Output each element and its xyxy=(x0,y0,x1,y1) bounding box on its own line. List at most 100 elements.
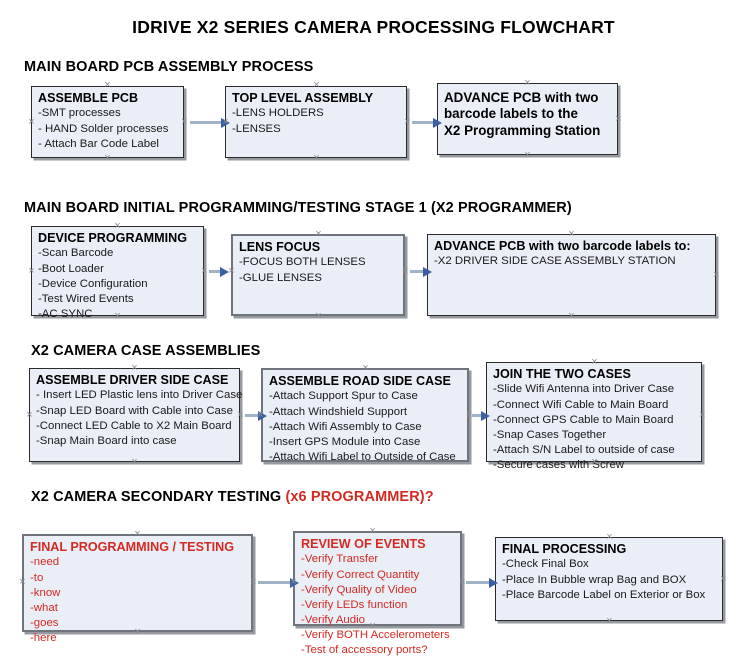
arrow-top-level-to-advance xyxy=(412,121,434,124)
node-line: -Attach Support Spur to Case xyxy=(269,390,418,403)
node-line: -Boot Loader xyxy=(38,262,104,275)
connection-handle[interactable] xyxy=(133,530,142,539)
node-line-overflow: -Test of accessory ports? xyxy=(301,644,428,657)
connection-handle[interactable] xyxy=(401,267,410,276)
connection-handle[interactable] xyxy=(312,81,321,90)
connection-handle[interactable] xyxy=(27,267,36,276)
node-title: DEVICE PROGRAMMING xyxy=(38,231,188,245)
node-final-processing[interactable]: FINAL PROCESSING -Check Final Box -Place… xyxy=(495,537,723,621)
connection-handle[interactable] xyxy=(523,79,532,88)
node-line: -Connect LED Cable to X2 Main Board xyxy=(36,419,232,432)
node-line: -Verify LEDs function xyxy=(301,598,408,611)
connection-handle[interactable] xyxy=(249,578,258,587)
connection-handle[interactable] xyxy=(605,533,614,542)
node-title: FINAL PROCESSING xyxy=(502,542,627,556)
node-lens-focus[interactable]: LENS FOCUS -FOCUS BOTH LENSES -GLUE LENS… xyxy=(231,234,405,316)
section-header-3-text: X2 CAMERA CASE ASSEMBLIES xyxy=(31,343,261,359)
section-header-1-text: MAIN BOARD PCB ASSEMBLY PROCESS xyxy=(24,59,314,75)
node-line: -SMT processes xyxy=(38,107,121,120)
connection-handle[interactable] xyxy=(221,118,230,127)
node-line: -Place In Bubble wrap Bag and BOX xyxy=(502,573,687,586)
node-title: REVIEW OF EVENTS xyxy=(301,537,426,551)
connection-handle[interactable] xyxy=(130,458,139,467)
node-line: -Place Barcode Label on Exterior or Box xyxy=(502,588,706,601)
node-line: -Verify Transfer xyxy=(301,553,379,566)
connection-handle[interactable] xyxy=(180,118,189,127)
node-line: -AC SYNC xyxy=(38,307,93,320)
connection-handle[interactable] xyxy=(368,527,377,536)
node-advance-pcb-driver-side[interactable]: ADVANCE PCB with two barcode labels to: … xyxy=(427,234,716,316)
connection-handle[interactable] xyxy=(312,154,321,163)
connection-handle[interactable] xyxy=(25,411,34,420)
connection-handle[interactable] xyxy=(523,151,532,160)
connection-handle[interactable] xyxy=(256,411,265,420)
node-join-the-two-cases[interactable]: JOIN THE TWO CASES -Slide Wifi Antenna i… xyxy=(486,362,702,471)
arrow-review-to-final-processing xyxy=(466,581,490,584)
connection-handle[interactable] xyxy=(18,578,27,587)
node-line: - Attach Bar Code Label xyxy=(38,137,159,150)
node-line: -need xyxy=(30,556,60,569)
node-advance-pcb-station[interactable]: ADVANCE PCB with two barcode labels to t… xyxy=(437,83,618,155)
connection-handle[interactable] xyxy=(200,267,209,276)
node-review-of-events[interactable]: REVIEW OF EVENTS -Verify Transfer -Verif… xyxy=(293,531,462,656)
node-line: -goes xyxy=(30,616,59,629)
connection-handle[interactable] xyxy=(130,364,139,373)
connection-handle[interactable] xyxy=(227,267,236,276)
connection-handle[interactable] xyxy=(103,154,112,163)
section-header-1: MAIN BOARD PCB ASSEMBLY PROCESS xyxy=(24,59,313,75)
node-line: -Verify Audio xyxy=(301,613,365,626)
section-header-2: MAIN BOARD INITIAL PROGRAMMING/TESTING S… xyxy=(24,200,572,216)
node-line: -Verify BOTH Accelerometers xyxy=(301,629,450,642)
node-final-programming-testing[interactable]: FINAL PROGRAMMING / TESTING -need -to -k… xyxy=(22,534,253,644)
node-device-programming[interactable]: DEVICE PROGRAMMING -Scan Barcode -Boot L… xyxy=(31,226,204,320)
node-line: -what xyxy=(30,601,58,614)
node-line: -Snap Cases Together xyxy=(493,428,607,441)
connection-handle[interactable] xyxy=(361,364,370,373)
connection-handle[interactable] xyxy=(698,411,707,420)
connection-handle[interactable] xyxy=(403,118,412,127)
connection-handle[interactable] xyxy=(567,312,576,321)
node-line: - Insert LED Plastic lens into Driver Ca… xyxy=(36,389,243,402)
connection-handle[interactable] xyxy=(133,628,142,637)
node-line: -Attach S/N Label to outside of case xyxy=(493,443,675,456)
node-line: -X2 DRIVER SIDE CASE ASSEMBLY STATION xyxy=(434,255,676,268)
node-line: -Slide Wifi Antenna into Driver Case xyxy=(493,383,675,396)
connection-handle[interactable] xyxy=(605,617,614,626)
connection-handle[interactable] xyxy=(289,578,298,587)
node-title-line3: X2 Programming Station xyxy=(444,122,601,138)
node-line: -Verify Quality of Video xyxy=(301,583,417,596)
connection-handle[interactable] xyxy=(27,118,36,127)
node-line: -Attach Wifi Assembly to Case xyxy=(269,420,422,433)
node-title: TOP LEVEL ASSEMBLY xyxy=(232,91,374,105)
node-assemble-pcb[interactable]: ASSEMBLE PCB -SMT processes - HAND Solde… xyxy=(31,86,184,158)
node-line: -to xyxy=(30,571,44,584)
connection-handle[interactable] xyxy=(103,81,112,90)
node-line: -Connect Wifi Cable to Main Board xyxy=(493,398,669,411)
connection-handle[interactable] xyxy=(614,115,623,124)
connection-handle[interactable] xyxy=(113,312,122,321)
connection-handle[interactable] xyxy=(314,230,323,239)
node-title: FINAL PROGRAMMING / TESTING xyxy=(30,540,235,554)
connection-handle[interactable] xyxy=(361,458,370,467)
connection-handle[interactable] xyxy=(465,411,474,420)
connection-handle[interactable] xyxy=(314,312,323,321)
arrow-road-case-to-join xyxy=(472,414,482,417)
node-assemble-road-side-case[interactable]: ASSEMBLE ROAD SIDE CASE -Attach Support … xyxy=(261,368,469,463)
connection-handle[interactable] xyxy=(712,271,721,280)
arrow-final-prog-to-review xyxy=(258,581,291,584)
node-top-level-assembly[interactable]: TOP LEVEL ASSEMBLY -LENS HOLDERS -LENSES xyxy=(225,86,407,158)
node-title: ASSEMBLE DRIVER SIDE CASE xyxy=(36,373,229,387)
connection-handle[interactable] xyxy=(719,575,728,584)
connection-handle[interactable] xyxy=(567,230,576,239)
connection-handle[interactable] xyxy=(458,578,467,587)
connection-handle[interactable] xyxy=(590,358,599,367)
node-title: LENS FOCUS xyxy=(239,240,321,254)
node-assemble-driver-side-case[interactable]: ASSEMBLE DRIVER SIDE CASE - Insert LED P… xyxy=(29,368,243,462)
connection-handle[interactable] xyxy=(236,411,245,420)
arrow-lens-focus-to-advance xyxy=(410,270,424,273)
node-line: -know xyxy=(30,586,61,599)
connection-handle[interactable] xyxy=(368,622,377,631)
connection-handle[interactable] xyxy=(590,458,599,467)
connection-handle[interactable] xyxy=(113,222,122,231)
node-line: -LENS HOLDERS xyxy=(232,107,324,120)
